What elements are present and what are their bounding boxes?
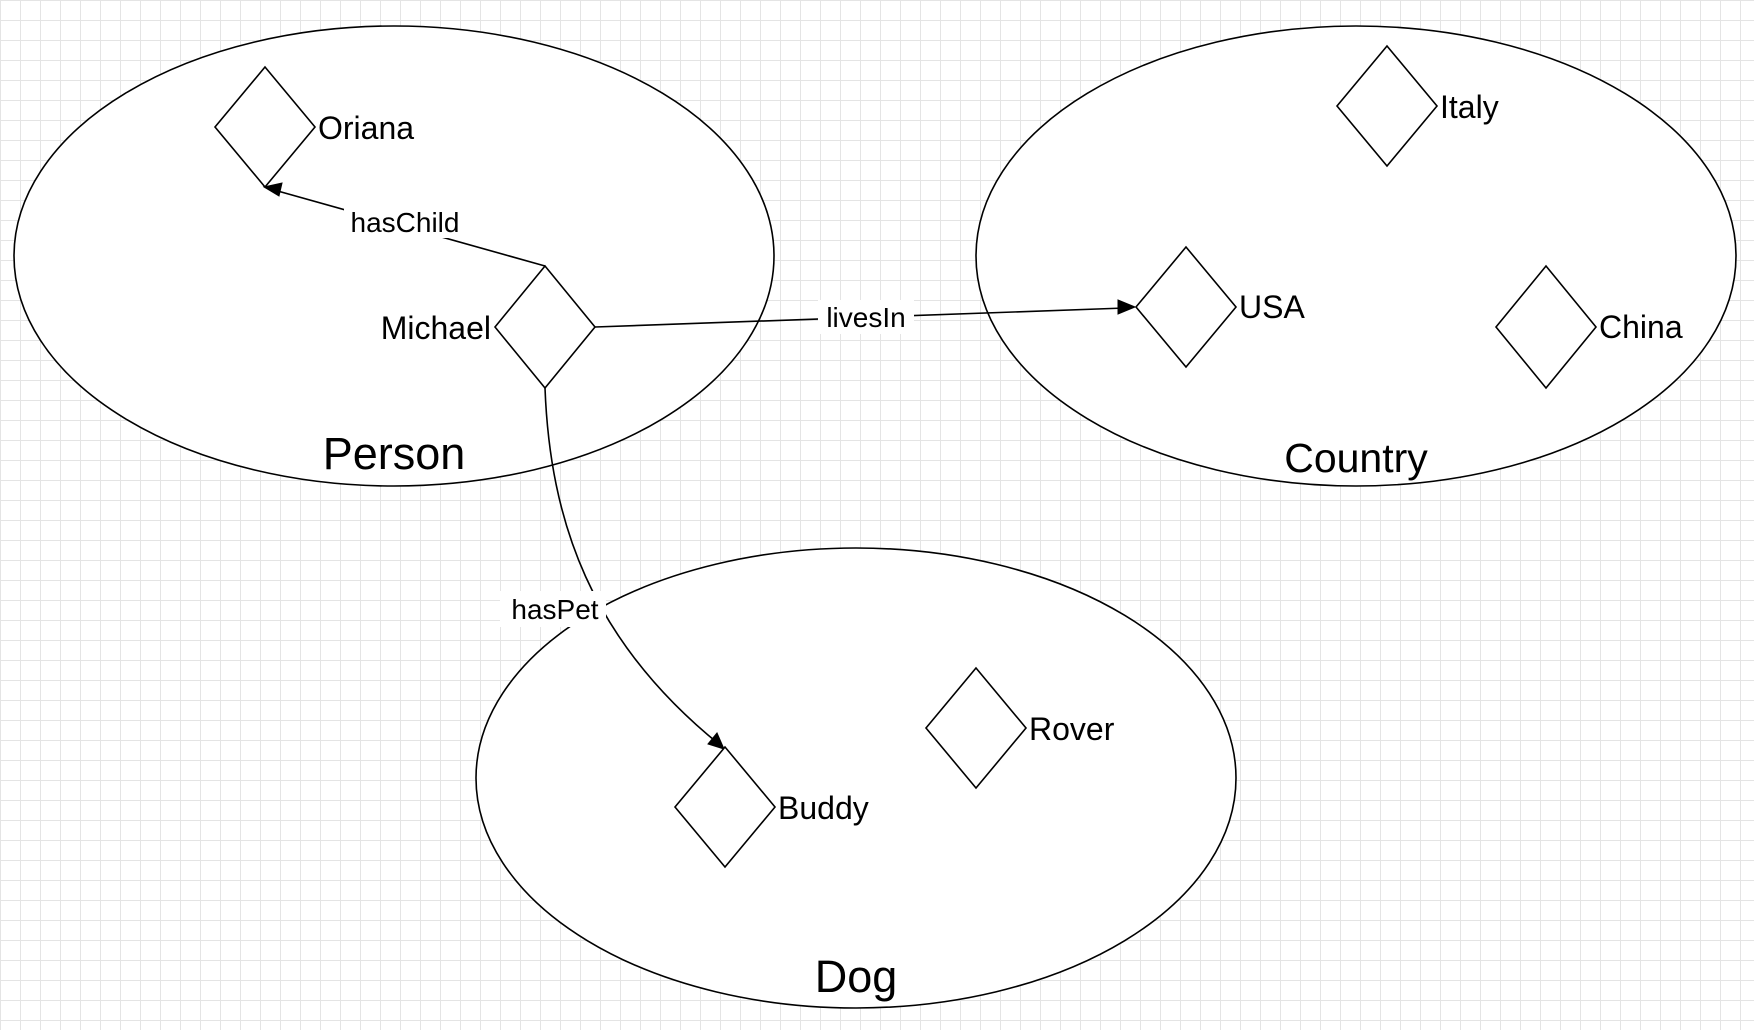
instance-italy[interactable]: Italy: [1335, 44, 1499, 168]
instance-michael-label: Michael: [381, 310, 491, 346]
edge-lives-in-label: livesIn: [826, 302, 905, 333]
instance-oriana-diamond[interactable]: [213, 65, 317, 189]
instance-oriana-label: Oriana: [318, 110, 414, 146]
instance-buddy-diamond[interactable]: [673, 745, 777, 869]
class-person[interactable]: Person: [13, 25, 775, 487]
edge-has-pet-label: hasPet: [511, 594, 598, 625]
edge-has-child-label: hasChild: [351, 207, 460, 238]
class-person-shape[interactable]: [13, 25, 775, 487]
class-dog-label: Dog: [815, 951, 898, 1002]
instance-china[interactable]: China: [1494, 264, 1683, 390]
instance-usa[interactable]: USA: [1134, 245, 1305, 369]
edge-has-child[interactable]: hasChild: [262, 182, 546, 267]
edge-lives-in-arrowhead: [1117, 299, 1137, 315]
instance-usa-label: USA: [1239, 289, 1305, 325]
instance-michael-diamond[interactable]: [493, 264, 597, 390]
edge-has-pet-line[interactable]: [544, 387, 721, 746]
class-person-label: Person: [323, 428, 466, 479]
edge-has-child-arrowhead: [262, 182, 283, 197]
instance-china-label: China: [1599, 309, 1683, 345]
edge-has-pet-label-bg: [500, 591, 606, 627]
instance-buddy-label: Buddy: [778, 790, 869, 826]
instance-buddy[interactable]: Buddy: [673, 745, 869, 869]
edge-has-pet-arrowhead: [707, 732, 725, 750]
class-country-label: Country: [1284, 435, 1428, 481]
edge-lives-in[interactable]: livesIn: [594, 299, 1137, 334]
class-dog[interactable]: Dog: [475, 547, 1237, 1009]
instance-oriana[interactable]: Oriana: [213, 65, 414, 189]
class-dog-shape[interactable]: [475, 547, 1237, 1009]
instance-china-diamond[interactable]: [1494, 264, 1598, 390]
edge-has-child-label-bg: [344, 204, 466, 238]
edge-has-pet[interactable]: hasPet: [500, 387, 725, 750]
instance-rover-diamond[interactable]: [924, 666, 1028, 790]
edge-lives-in-label-bg: [818, 300, 914, 334]
instance-rover[interactable]: Rover: [924, 666, 1115, 790]
instance-italy-diamond[interactable]: [1335, 44, 1439, 168]
instance-michael[interactable]: Michael: [381, 264, 597, 390]
instance-italy-label: Italy: [1440, 89, 1499, 125]
instance-rover-label: Rover: [1029, 711, 1115, 747]
instance-usa-diamond[interactable]: [1134, 245, 1238, 369]
